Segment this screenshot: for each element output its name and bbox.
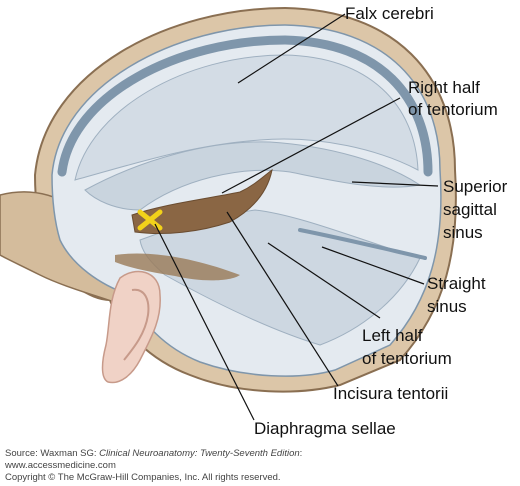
label-falx-cerebri: Falx cerebri (345, 4, 434, 23)
label-straight-sinus-line2: sinus (427, 297, 467, 316)
label-superior-sagittal-sinus-line3: sinus (443, 223, 483, 242)
credit-source-prefix: Source: Waxman SG: (5, 448, 100, 459)
credit-website: www.accessmedicine.com (5, 460, 116, 471)
leader-left-half-tentorium (267, 242, 381, 319)
credit-source-suffix: : (299, 448, 303, 459)
ear-inner (123, 288, 150, 361)
label-right-half-tentorium-line1: Right half (408, 78, 480, 97)
label-left-half-tentorium-line1: Left half (362, 326, 423, 345)
label-superior-sagittal-sinus-line2: sagittal (443, 200, 497, 219)
credit-source: Source: Waxman SG: Clinical Neuroanatomy… (5, 448, 302, 460)
label-right-half-tentorium-line2: of tentorium (408, 100, 498, 119)
leader-straight-sinus (321, 246, 425, 285)
tentorium-left-half (139, 209, 421, 346)
leader-incisura-tentorii (226, 211, 339, 387)
leader-falx-cerebri (237, 13, 346, 84)
leader-right-half-tentorium (221, 97, 401, 194)
sagittal-sinus-rim (57, 35, 433, 177)
label-left-half-tentorium-line2: of tentorium (362, 349, 452, 368)
petrous-ridge (115, 253, 240, 281)
label-diaphragma-sellae: Diaphragma sellae (254, 419, 396, 438)
credit-copyright: Copyright © The McGraw-Hill Companies, I… (5, 472, 281, 483)
leader-diaphragma-sellae (154, 223, 255, 421)
label-incisura-tentorii: Incisura tentorii (333, 384, 449, 403)
leader-lines (154, 13, 439, 421)
label-straight-sinus-line1: Straight (427, 274, 486, 293)
credit-source-title: Clinical Neuroanatomy: Twenty-Seventh Ed… (99, 448, 300, 459)
straight-sinus (298, 228, 427, 260)
incisura-band (131, 168, 273, 234)
tentorium-right-half (84, 141, 422, 211)
ear (101, 270, 161, 384)
label-superior-sagittal-sinus-line1: Superior (443, 177, 508, 196)
leader-superior-sagittal-sinus (351, 181, 439, 187)
diaphragma-marker (137, 209, 163, 231)
